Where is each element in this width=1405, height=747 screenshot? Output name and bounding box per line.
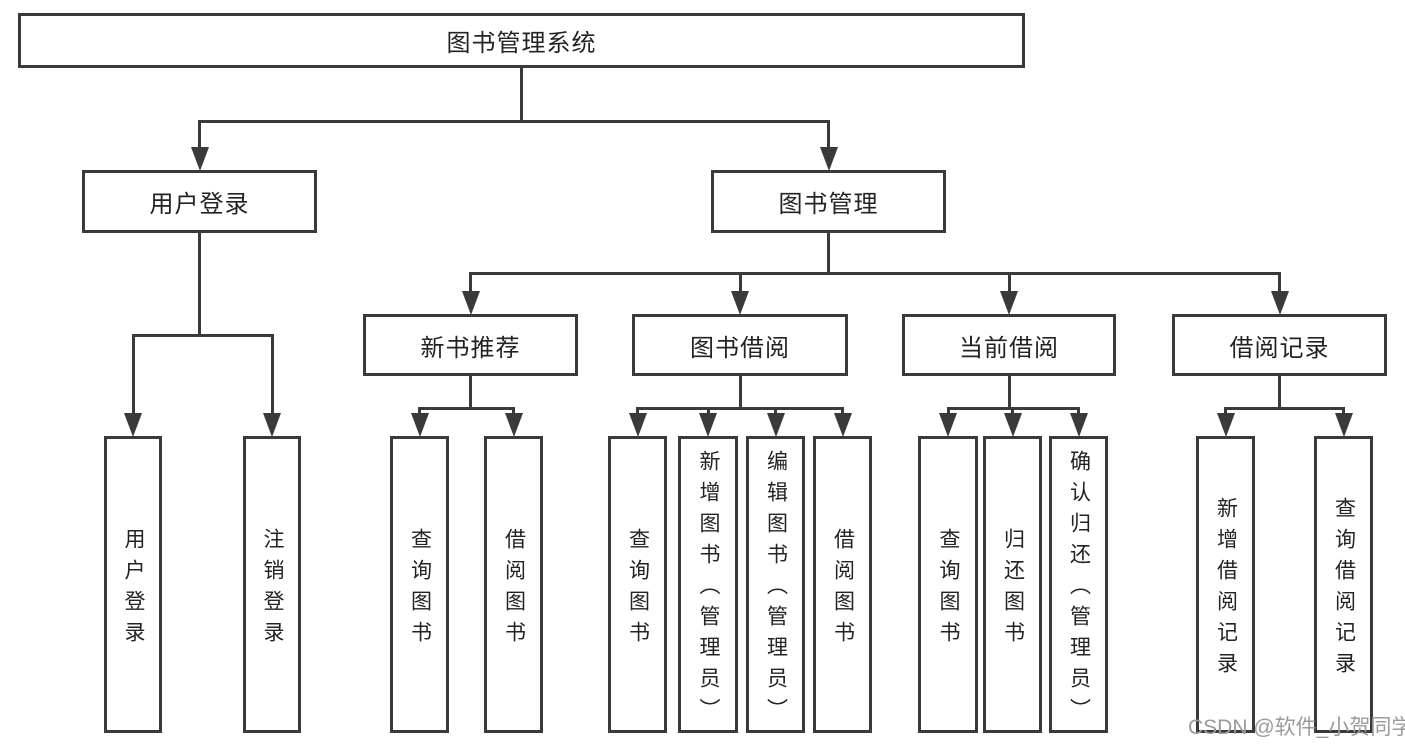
arrow-down-icon [1216, 413, 1235, 437]
connector-line [706, 407, 710, 415]
connector-line [1077, 407, 1080, 415]
node-bb-edit: 编辑图书（管理员） [746, 436, 805, 733]
arrow-down-icon [504, 413, 523, 437]
arrow-down-icon [1069, 413, 1088, 437]
node-user-login: 用户登录 [82, 170, 317, 233]
connector-line [512, 407, 515, 415]
arrow-down-icon [263, 413, 281, 437]
node-user-login-label: 用户登录 [149, 191, 250, 218]
node-new-book-rec-label: 新书推荐 [420, 334, 521, 362]
node-current-borrow-label: 当前借阅 [959, 334, 1059, 362]
node-bb-query-label: 查询图书 [626, 527, 650, 652]
arrow-down-icon [833, 413, 852, 437]
connector-line [738, 376, 742, 410]
arrow-down-icon [699, 413, 717, 437]
arrow-down-icon [1270, 291, 1289, 315]
node-bb-edit-label: 编辑图书（管理员） [764, 450, 788, 729]
connector-line [131, 334, 274, 337]
connector-line [469, 272, 472, 293]
node-new-book-rec: 新书推荐 [363, 314, 578, 376]
arrow-down-icon [1000, 291, 1018, 315]
connector-line [774, 407, 777, 415]
node-login-label: 用户登录 [122, 527, 145, 652]
connector-line [198, 120, 830, 123]
arrow-down-icon [190, 147, 209, 171]
arrow-down-icon [731, 291, 749, 315]
connector-line [1224, 407, 1227, 415]
connector-line [1007, 272, 1011, 293]
node-cb-query: 查询图书 [918, 436, 978, 733]
connector-line [469, 272, 1281, 275]
arrow-down-icon [819, 147, 838, 171]
arrow-down-icon [939, 413, 957, 437]
node-br-add-label: 新增借阅记录 [1214, 496, 1238, 683]
connector-line [946, 407, 950, 415]
node-br-query: 查询借阅记录 [1314, 436, 1373, 733]
node-borrow-record: 借阅记录 [1172, 314, 1387, 376]
node-cb-confirm: 确认归还（管理员） [1049, 436, 1108, 733]
node-book-borrow-label: 图书借阅 [690, 334, 790, 362]
node-cb-return-label: 归还图书 [1001, 527, 1025, 652]
node-current-borrow: 当前借阅 [902, 314, 1116, 376]
node-logout: 注销登录 [243, 436, 301, 733]
connector-line [1342, 407, 1345, 415]
connector-line [520, 68, 523, 123]
connector-line [841, 407, 844, 415]
node-root: 图书管理系统 [18, 13, 1025, 68]
node-nbr-query-label: 查询图书 [408, 527, 432, 652]
node-logout-label: 注销登录 [261, 527, 284, 652]
connector-line [1011, 407, 1014, 415]
node-bb-add-label: 新增图书（管理员） [697, 450, 720, 729]
connector-line [469, 376, 472, 410]
connector-line [198, 120, 201, 149]
node-nbr-borrow: 借阅图书 [484, 436, 543, 733]
node-bb-borrow-label: 借阅图书 [831, 527, 855, 652]
connector-line [270, 334, 274, 415]
node-borrow-record-label: 借阅记录 [1229, 334, 1330, 362]
connector-line [131, 334, 135, 415]
arrow-down-icon [461, 291, 480, 315]
node-cb-query-label: 查询图书 [937, 527, 960, 652]
connector-line [1278, 272, 1281, 293]
connector-line [738, 272, 742, 293]
node-nbr-query: 查询图书 [390, 436, 449, 733]
connector-line [827, 120, 830, 149]
node-cb-confirm-label: 确认归还（管理员） [1067, 450, 1091, 729]
arrow-down-icon [766, 413, 785, 437]
arrow-down-icon [1334, 413, 1353, 437]
arrow-down-icon [1003, 413, 1022, 437]
connector-line [636, 407, 639, 415]
node-bb-borrow: 借阅图书 [813, 436, 872, 733]
arrow-down-icon [628, 413, 647, 437]
node-br-query-label: 查询借阅记录 [1332, 496, 1356, 683]
node-book-mgmt-label: 图书管理 [778, 191, 879, 218]
connector-line [636, 407, 844, 410]
connector-line [1224, 407, 1345, 410]
node-book-borrow: 图书借阅 [632, 314, 848, 376]
connector-line [1278, 376, 1281, 410]
connector-line [198, 233, 201, 337]
arrow-down-icon [410, 413, 429, 437]
connector-line [418, 407, 515, 410]
connector-line [827, 233, 830, 275]
arrow-down-icon [124, 413, 142, 437]
watermark: CSDN @软件_小贺同学 [1188, 716, 1405, 739]
node-bb-add: 新增图书（管理员） [678, 436, 738, 733]
node-nbr-borrow-label: 借阅图书 [502, 527, 526, 652]
node-root-label: 图书管理系统 [446, 30, 597, 57]
connector-line [1007, 376, 1011, 410]
node-bb-query: 查询图书 [608, 436, 667, 733]
node-br-add: 新增借阅记录 [1196, 436, 1255, 733]
node-book-mgmt: 图书管理 [711, 170, 946, 233]
node-cb-return: 归还图书 [983, 436, 1042, 733]
connector-line [418, 407, 421, 415]
node-login: 用户登录 [104, 436, 162, 733]
